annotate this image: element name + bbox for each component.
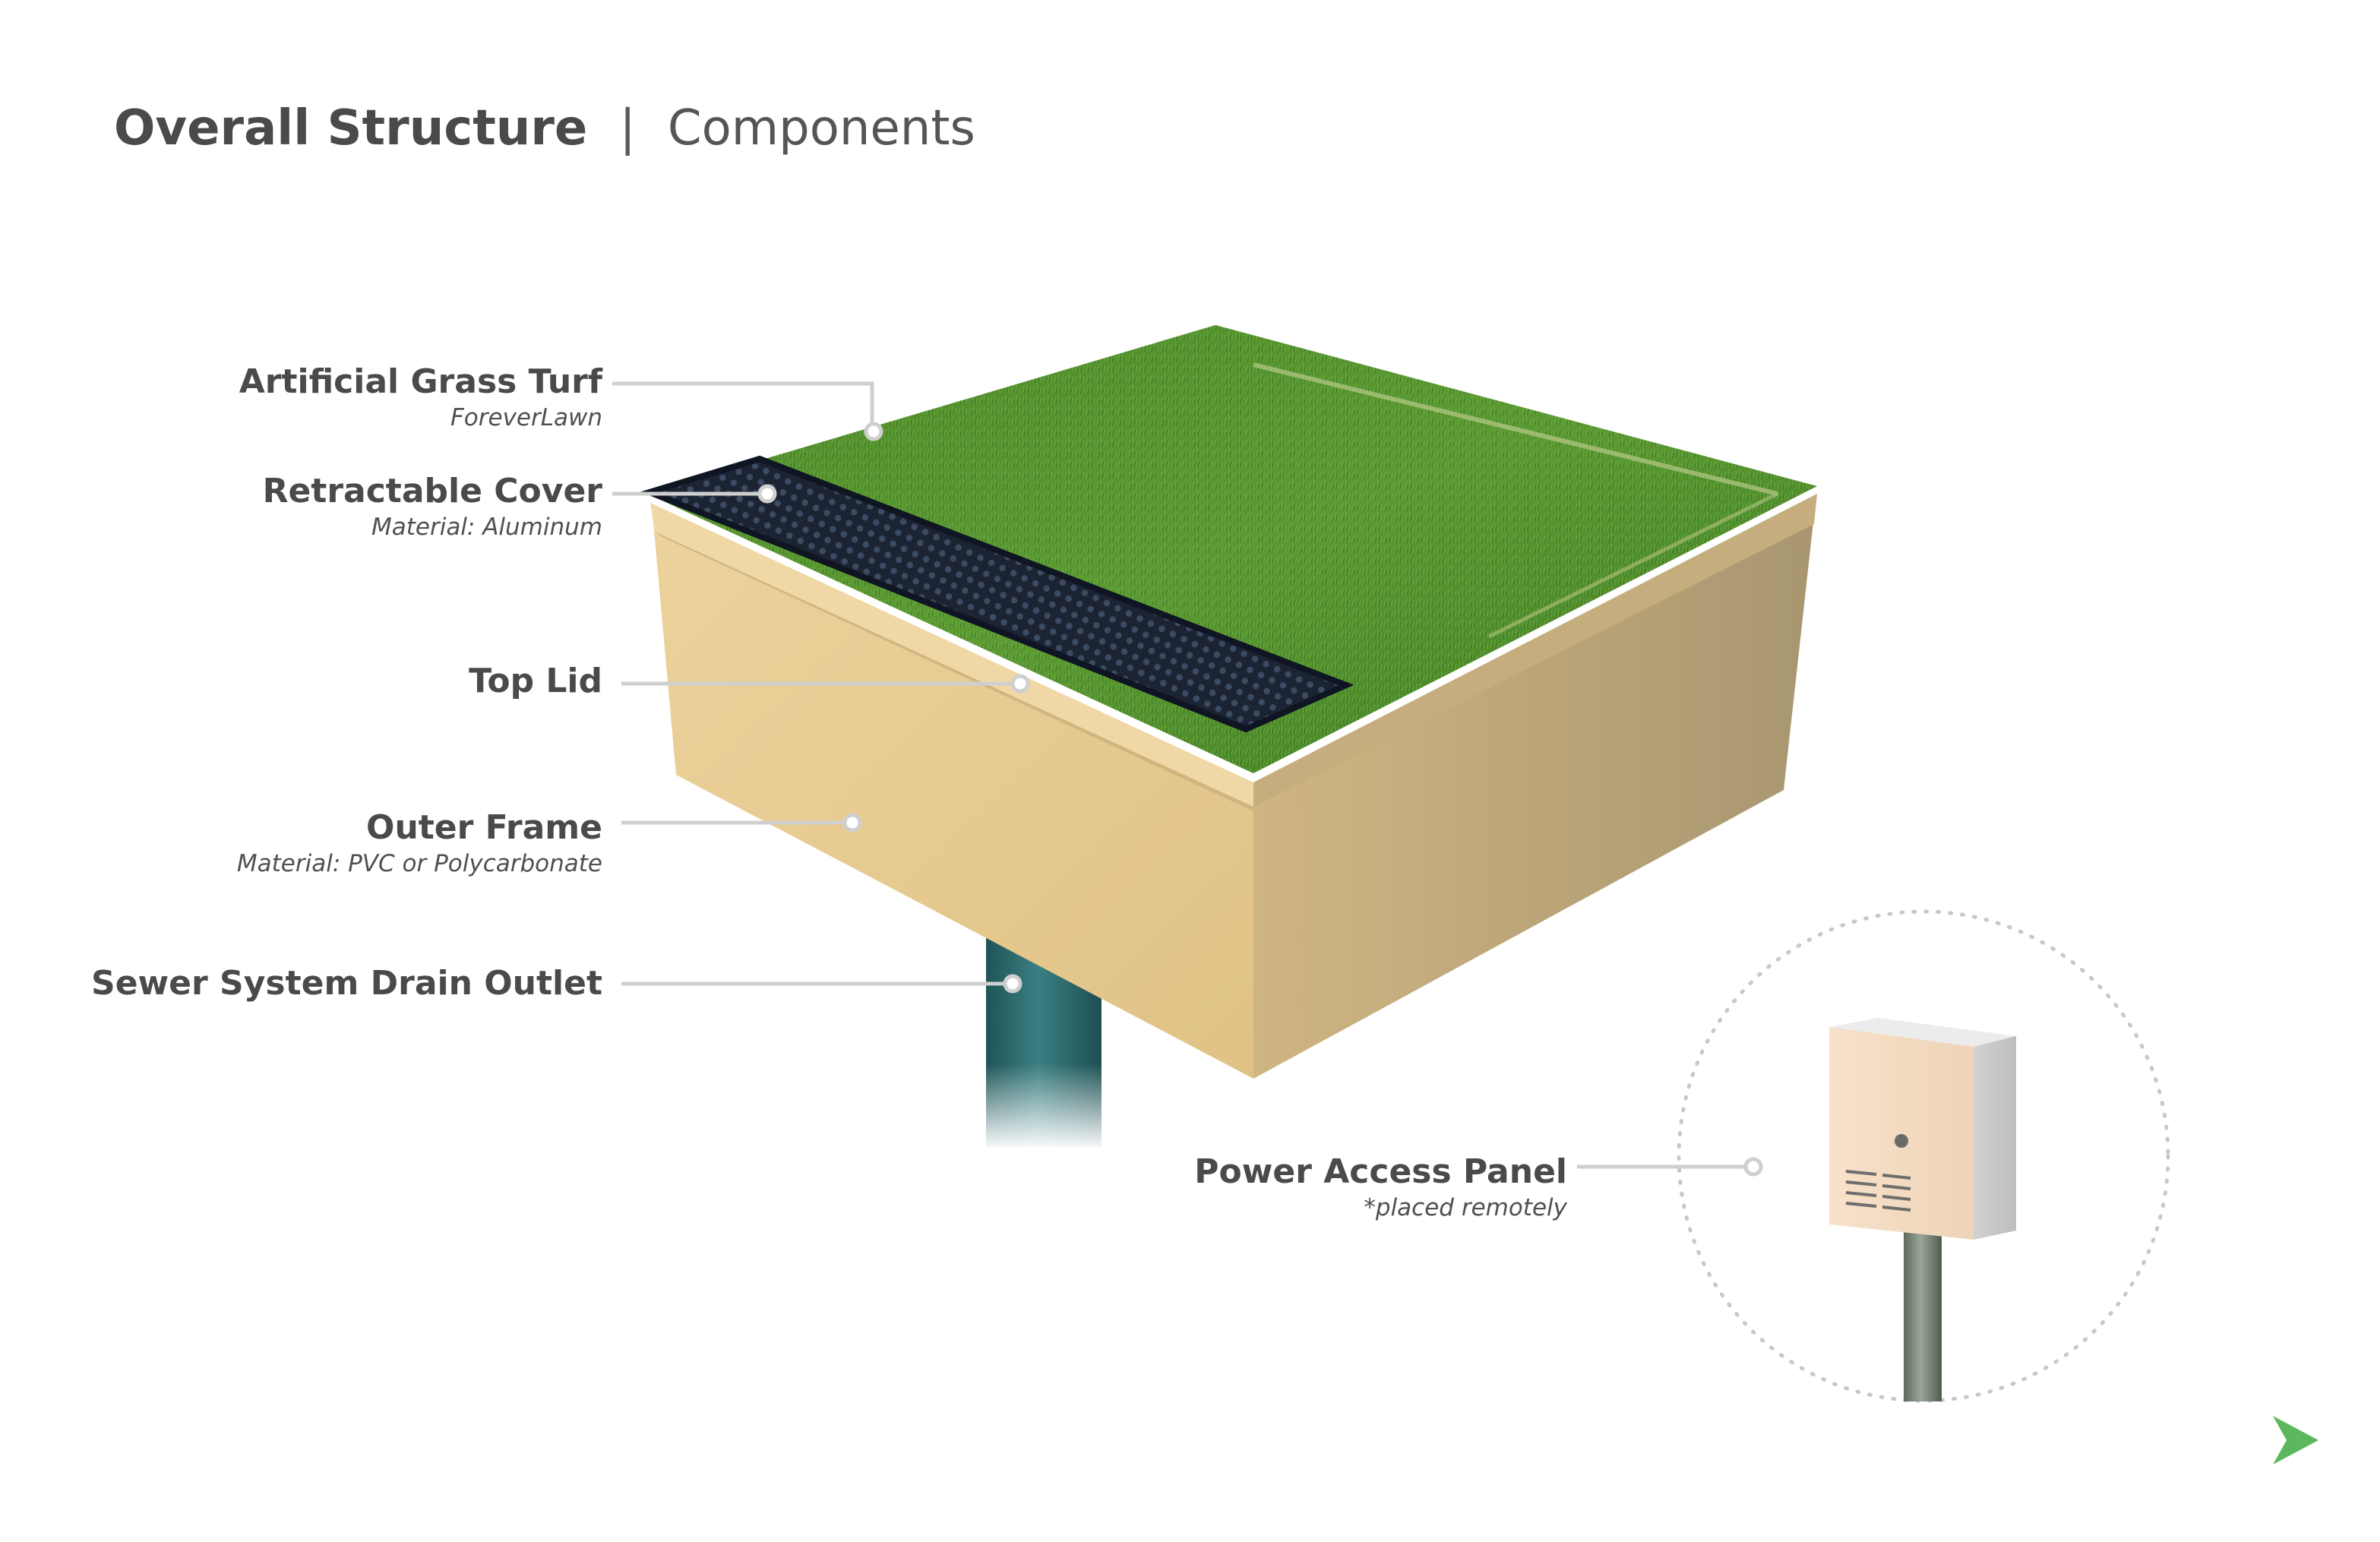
title-subtitle: Components	[667, 100, 975, 156]
leader-lines	[612, 381, 1763, 1177]
leader-dot-drain	[1003, 974, 1022, 994]
component-name: Retractable Cover	[262, 472, 602, 510]
label-power-access-panel: Power Access Panel *placed remotely	[1194, 1152, 1567, 1223]
component-note: Material: PVC or Polycarbonate	[236, 850, 602, 877]
leader-dot-cover	[757, 484, 777, 504]
page-title: Overall Structure | Components	[114, 100, 975, 156]
leader-turf	[612, 381, 874, 431]
label-top-lid: Top Lid	[469, 661, 602, 702]
component-name: Outer Frame	[366, 808, 602, 847]
component-name: Top Lid	[469, 662, 602, 700]
grass-turf-top	[647, 325, 1817, 773]
power-panel-inset	[1677, 909, 2170, 1403]
leader-dot-power	[1743, 1157, 1763, 1177]
title-main: Overall Structure	[114, 100, 588, 156]
next-slide-button[interactable]	[2270, 1414, 2322, 1466]
leader-dot-lid	[1010, 674, 1030, 694]
component-note: *placed remotely	[1364, 1194, 1567, 1221]
leader-dot-turf	[864, 422, 883, 441]
label-artificial-grass-turf: Artificial Grass Turf ForeverLawn	[239, 362, 602, 433]
leader-dot-frame	[842, 813, 862, 833]
label-retractable-cover: Retractable Cover Material: Aluminum	[263, 471, 602, 542]
component-note: Material: Aluminum	[371, 513, 602, 541]
component-name: Artificial Grass Turf	[239, 362, 602, 401]
retractable-cover-mesh	[640, 455, 1354, 733]
label-sewer-drain-outlet: Sewer System Drain Outlet	[91, 963, 602, 1004]
outer-frame-box	[650, 494, 1817, 1079]
label-outer-frame: Outer Frame Material: PVC or Polycarbona…	[237, 807, 602, 879]
component-note: ForeverLawn	[450, 404, 602, 431]
chevron-right-icon	[2273, 1416, 2318, 1465]
title-separator: |	[619, 100, 636, 156]
component-name: Sewer System Drain Outlet	[91, 964, 602, 1003]
component-name: Power Access Panel	[1194, 1152, 1567, 1191]
